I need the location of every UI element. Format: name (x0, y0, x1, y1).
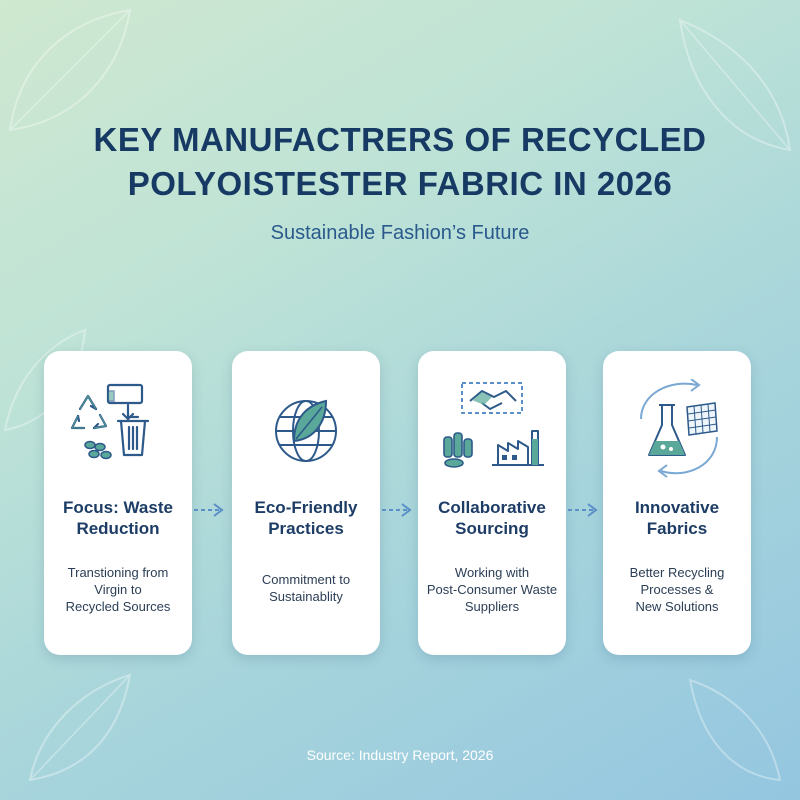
card-waste-reduction: Focus: Waste Reduction Transtioning from… (44, 351, 192, 655)
background-leaf-icon (8, 8, 132, 132)
card-title: Eco-Friendly Practices (254, 498, 358, 538)
background-leaf-icon (688, 678, 782, 782)
card-eco-friendly: Eco-Friendly Practices Commitment to Sus… (232, 351, 380, 655)
card-innovative-fabrics: Innovative Fabrics Better Recycling Proc… (603, 351, 751, 655)
card-title: Innovative Fabrics (634, 498, 720, 538)
card-collaborative-sourcing: Collaborative Sourcing Working with Post… (418, 351, 566, 655)
card-description: Transtioning from Virgin to Recycled Sou… (65, 565, 171, 614)
background-leaf-icon (678, 18, 792, 152)
card-description: Commitment to Sustainablity (261, 572, 351, 604)
arrow-right-icon (194, 503, 224, 517)
page-subtitle: Sustainable Fashion’s Future (270, 222, 530, 244)
title-line-2: POLYOISTESTER FABRIC IN 2026 (127, 165, 673, 202)
handshake-factory-icon (443, 382, 544, 468)
background-leaf-icon (3, 328, 87, 432)
card-description: Working with Post-Consumer Waste Supplie… (426, 565, 558, 614)
flask-fabric-icon (640, 379, 718, 478)
recycle-waste-icon (70, 383, 150, 460)
page-title: KEY MANUFACTRERS OF RECYCLED POLYOISTEST… (0, 118, 800, 206)
arrow-right-icon (382, 503, 412, 517)
card-description: Better Recycling Processes & New Solutio… (629, 565, 725, 614)
title-line-1: KEY MANUFACTRERS OF RECYCLED (93, 121, 707, 158)
card-title: Focus: Waste Reduction (63, 498, 173, 538)
globe-leaf-icon (275, 399, 337, 462)
source-note: Source: Industry Report, 2026 (306, 747, 494, 763)
background-leaf-icon (28, 673, 132, 782)
arrow-right-icon (568, 503, 598, 517)
card-title: Collaborative Sourcing (438, 498, 546, 538)
